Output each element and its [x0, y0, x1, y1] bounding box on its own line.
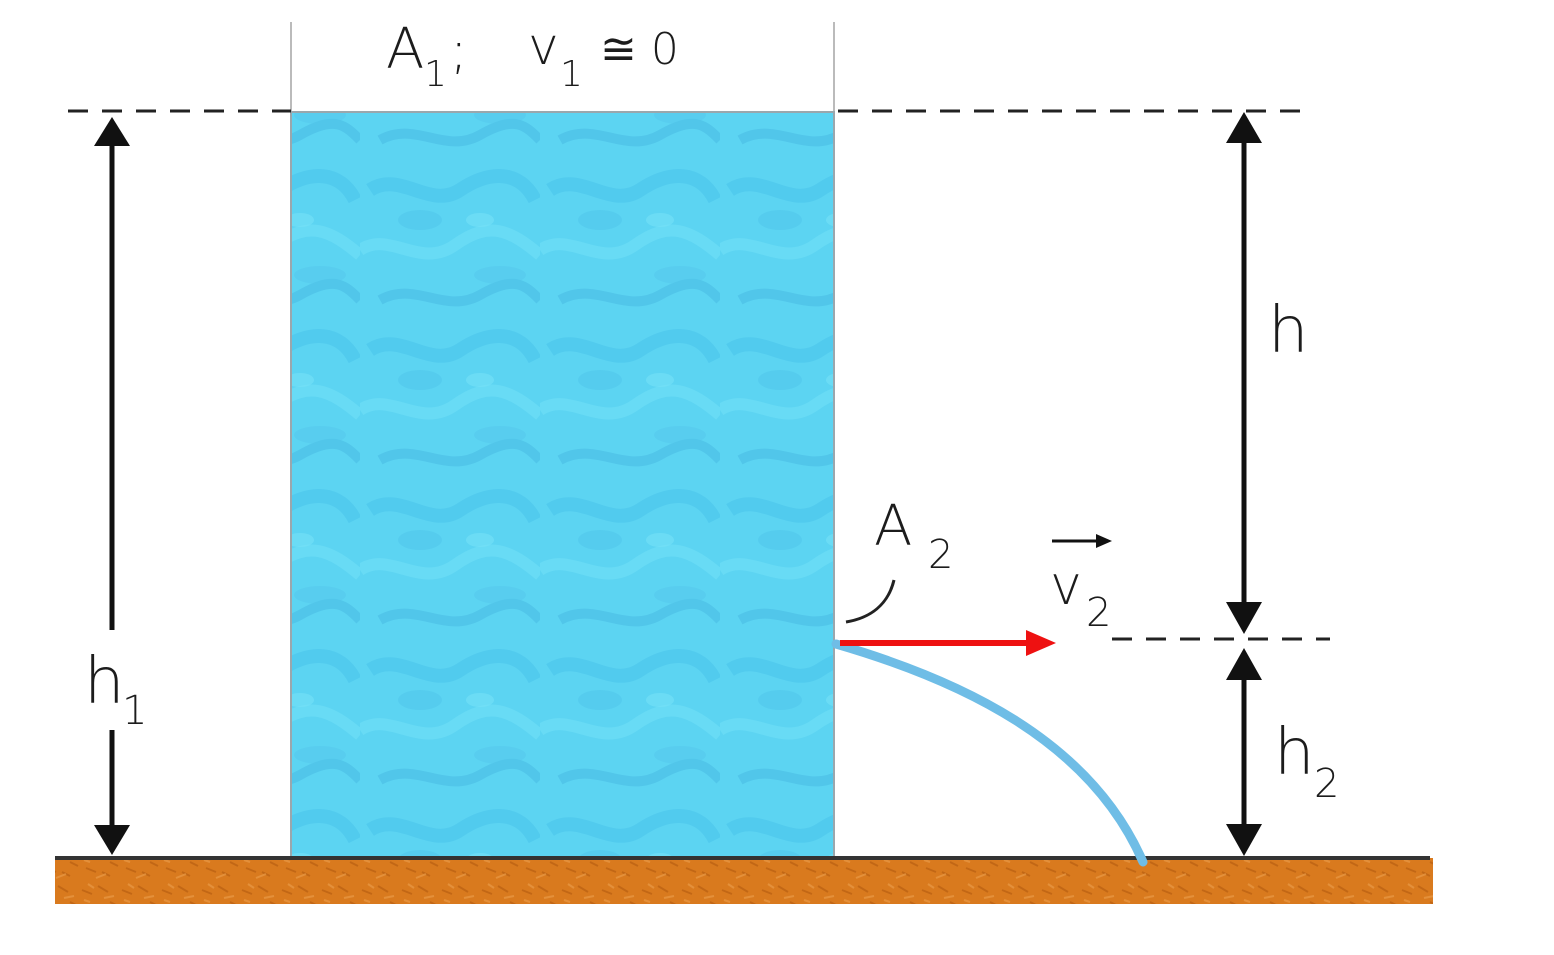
velocity-vector-bar-head — [1096, 534, 1112, 548]
h2-label: h — [1274, 716, 1315, 790]
h1-arrowhead-bottom — [94, 825, 130, 855]
h1-label: h — [84, 645, 125, 719]
top-velocity-subscript: 1 — [560, 54, 583, 95]
ground — [55, 858, 1433, 904]
top-area-subscript: 1 — [424, 54, 447, 95]
water-tank — [290, 111, 835, 859]
h-arrowhead-bottom — [1226, 602, 1262, 634]
h2-subscript: 2 — [1314, 761, 1339, 807]
h-arrowhead-top — [1226, 112, 1262, 143]
top-separator: ; — [450, 21, 468, 81]
top-approx-zero: ≅ 0 — [600, 24, 679, 75]
top-area-label: A — [386, 17, 424, 82]
velocity-arrowhead — [1026, 630, 1056, 656]
h1-subscript: 1 — [122, 688, 147, 734]
velocity-label: v — [1050, 554, 1082, 617]
opening-area-label: A — [874, 494, 912, 559]
h-label: h — [1268, 294, 1309, 368]
h2-arrowhead-bottom — [1226, 824, 1262, 856]
water-jet — [831, 639, 1148, 867]
opening-pointer — [845, 579, 896, 624]
top-velocity-label: v — [528, 17, 559, 77]
h1-arrowhead-top — [94, 117, 130, 146]
opening-area-subscript: 2 — [928, 532, 953, 578]
velocity-subscript: 2 — [1086, 590, 1111, 636]
h2-arrowhead-top — [1226, 648, 1262, 680]
